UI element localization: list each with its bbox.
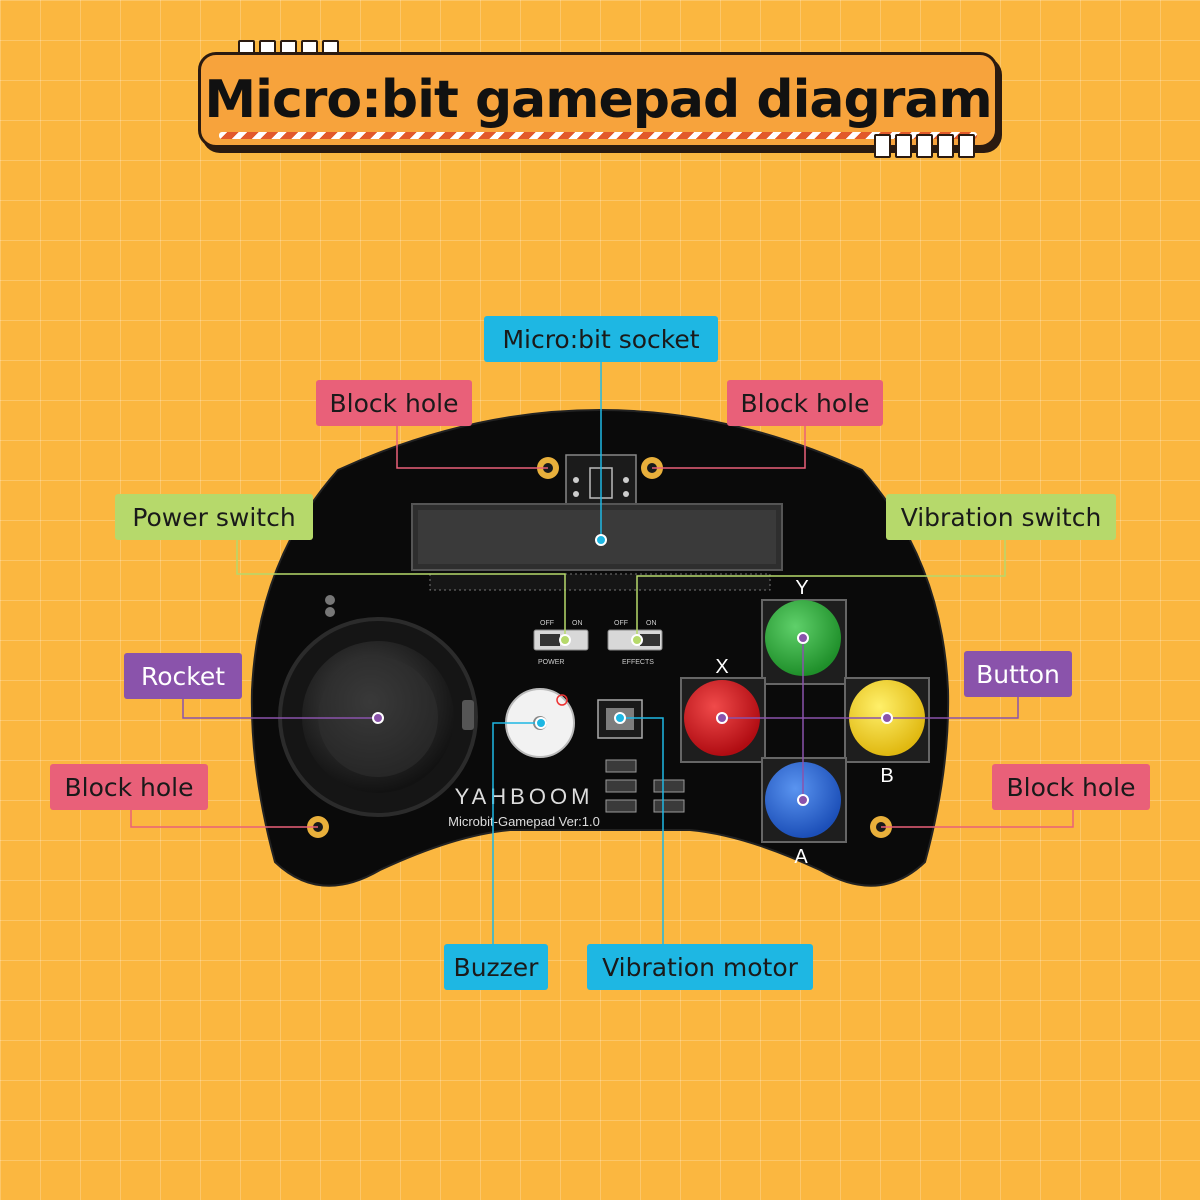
vibration-switch-off-mark: OFF xyxy=(614,620,628,627)
board-letter-x: X xyxy=(715,656,728,678)
board-model: Microbit-Gamepad Ver:1.0 xyxy=(448,814,600,829)
leader-button xyxy=(722,697,1019,719)
label-button: Button xyxy=(964,651,1072,697)
page-title: Micro:bit gamepad diagram xyxy=(204,70,992,130)
leader-buzzer xyxy=(492,722,541,944)
leader-block-hole-top-right xyxy=(652,426,806,469)
label-power-switch: Power switch xyxy=(115,494,313,540)
label-vibration-motor: Vibration motor xyxy=(587,944,813,990)
leader-lines xyxy=(130,360,1074,944)
vibration-switch-on-mark: ON xyxy=(646,620,657,627)
leader-block-hole-top-left xyxy=(396,426,548,469)
title-banner: Micro:bit gamepad diagram xyxy=(198,52,998,148)
label-block-hole-bottom-left: Block hole xyxy=(50,764,208,810)
board-letter-b: B xyxy=(880,765,893,787)
label-block-hole-bottom-right: Block hole xyxy=(992,764,1150,810)
leader-rocket xyxy=(182,697,378,719)
leader-vibration-switch xyxy=(636,540,1006,640)
board-letter-a: A xyxy=(794,846,808,868)
label-rocket: Rocket xyxy=(124,653,242,699)
board-brand: YAHBOOM xyxy=(455,784,594,809)
board-letter-y: Y xyxy=(795,577,808,599)
title-tabs-right xyxy=(874,134,975,158)
leader-power-switch xyxy=(236,540,566,640)
power-switch-off-mark: OFF xyxy=(540,620,554,627)
label-buzzer: Buzzer xyxy=(444,944,548,990)
power-switch-name: POWER xyxy=(538,659,564,666)
leader-vibration-motor xyxy=(620,717,664,944)
title-stripes xyxy=(219,132,977,139)
label-block-hole-top-right: Block hole xyxy=(727,380,883,426)
label-vibration-switch: Vibration switch xyxy=(886,494,1116,540)
vibration-switch-name: EFFECTS xyxy=(622,659,654,666)
leader-block-hole-bottom-left xyxy=(130,808,318,828)
anchor-dots xyxy=(372,534,893,806)
leader-block-hole-bottom-right xyxy=(881,808,1074,828)
power-switch-on-mark: ON xyxy=(572,620,583,627)
label-microbit-socket: Micro:bit socket xyxy=(484,316,718,362)
edge-connector-slot xyxy=(411,503,783,591)
label-block-hole-top-left: Block hole xyxy=(316,380,472,426)
diodes xyxy=(605,759,685,813)
small-holes-left xyxy=(325,595,335,617)
